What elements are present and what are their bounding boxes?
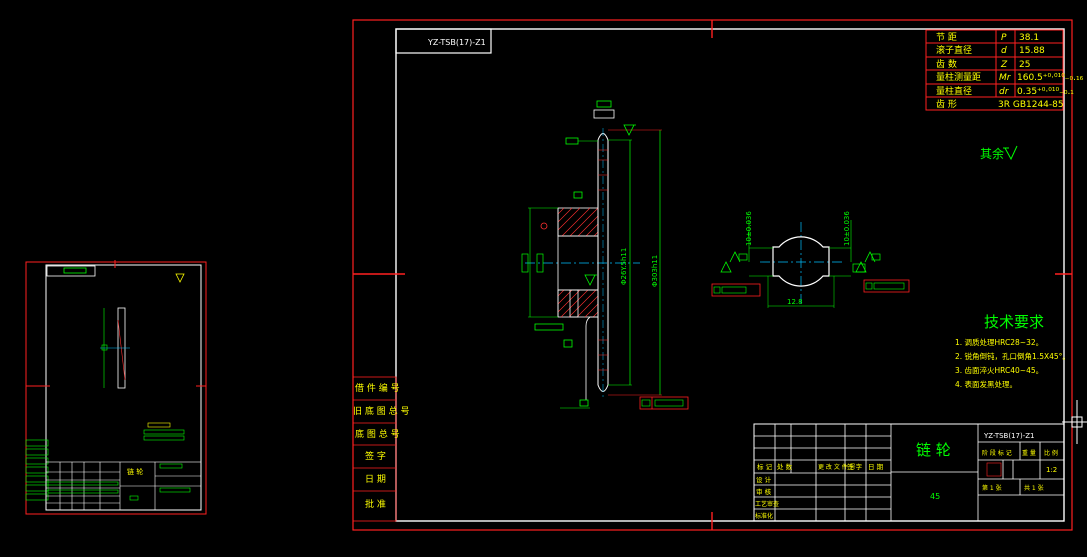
mini-side-labels bbox=[25, 439, 49, 501]
mini-sheet: 链 轮 bbox=[25, 260, 207, 515]
mini-roughness-icon bbox=[175, 273, 185, 283]
tb-scale-label: 比 例 bbox=[1044, 449, 1058, 457]
keyway-tol-frame-left bbox=[711, 283, 761, 297]
tb-role-design: 设 计 bbox=[756, 475, 772, 484]
tb-sheet: 共 1 张 bbox=[1024, 484, 1044, 492]
side-label-4: 签 字 bbox=[365, 450, 386, 462]
param-val-5: 3R GB1244-85 bbox=[998, 100, 1064, 110]
sprocket-section-view: Φ26Y.5h11 Φ303h11 bbox=[521, 100, 689, 410]
tb-role-review: 审 核 bbox=[756, 487, 772, 496]
keyway-view: 10±0.036 10±0.036 12.8 bbox=[711, 211, 910, 308]
tb-drawing-no: YZ-TSB(17)-Z1 bbox=[983, 432, 1035, 440]
param-name-4: 量柱直径 bbox=[936, 85, 972, 97]
keyway-tol-right: 10±0.036 bbox=[843, 211, 851, 246]
cad-crosshair-cursor[interactable] bbox=[1062, 400, 1087, 444]
param-name-2: 齿 数 bbox=[936, 58, 957, 70]
param-sym-0: P bbox=[1001, 33, 1007, 43]
tech-req-item-2: 2. 锐角倒钝，孔口倒角1.5X45°。 bbox=[955, 351, 1070, 361]
main-sheet: YZ-TSB(17)-Z1 节 距 滚子直径 齿 数 量柱测量距 量柱直径 齿 … bbox=[352, 19, 1087, 531]
tb-scale: 1:2 bbox=[1046, 466, 1057, 474]
tech-requirements: 技术要求 1. 调质处理HRC28~32。 2. 锐角倒钝，孔口倒角1.5X45… bbox=[955, 313, 1070, 389]
param-name-5: 齿 形 bbox=[936, 98, 957, 110]
tech-req-item-3: 3. 齿面淬火HRC40~45。 bbox=[955, 365, 1043, 375]
side-label-column: 借 件 编 号 旧 底 图 总 号 底 图 总 号 签 字 日 期 批 准 bbox=[352, 376, 409, 522]
mini-inner-frame bbox=[45, 264, 202, 511]
roughness-note: 其余 bbox=[980, 146, 1004, 161]
tb-role-process: 工艺审查 bbox=[755, 500, 779, 508]
drawing-code-tab[interactable] bbox=[395, 28, 492, 54]
roughness-icon-3 bbox=[720, 251, 741, 273]
mini-code-text bbox=[63, 267, 87, 274]
mini-title-block bbox=[45, 461, 202, 511]
mini-tech-title bbox=[147, 422, 171, 428]
mini-dim-box bbox=[101, 344, 108, 351]
drawing-code-text: YZ-TSB(17)-Z1 bbox=[427, 38, 486, 47]
dim-tip-dia-text: Φ26Y.5h11 bbox=[620, 248, 628, 285]
param-sym-3: Mr bbox=[999, 73, 1012, 83]
keyway-tol-frame-right bbox=[863, 279, 910, 293]
mini-sprocket-hatch bbox=[117, 319, 126, 381]
param-name-1: 滚子直径 bbox=[936, 44, 972, 56]
datum-marker-icon bbox=[540, 222, 548, 230]
mini-tech-line-1 bbox=[143, 429, 185, 435]
param-val-1: 15.88 bbox=[1019, 46, 1045, 56]
param-val-2: 25 bbox=[1019, 60, 1030, 70]
param-val-4: 0.35⁺⁰·⁰¹⁰₋₀.₁ bbox=[1017, 87, 1074, 97]
side-label-3: 底 图 总 号 bbox=[355, 428, 400, 440]
roughness-symbol-icon bbox=[1003, 145, 1018, 161]
tb-header-file: 更 改 文 件 号 bbox=[818, 463, 856, 471]
keyway-depth-text: 12.8 bbox=[787, 298, 803, 306]
tb-weight: 重 量 bbox=[1022, 449, 1036, 457]
tech-req-item-1: 1. 调质处理HRC28~32。 bbox=[955, 337, 1043, 347]
tb-material: 45 bbox=[930, 492, 940, 501]
mini-code-tab bbox=[46, 265, 96, 277]
mini-title-text: 链 轮 bbox=[127, 467, 143, 476]
tech-req-item-4: 4. 表面发黑处理。 bbox=[955, 379, 1017, 389]
tolerance-frame bbox=[639, 396, 689, 410]
param-sym-4: dr bbox=[999, 87, 1010, 97]
side-label-1: 借 件 编 号 bbox=[355, 382, 400, 394]
mini-outer-border bbox=[25, 261, 207, 515]
tb-header-sign: 签 字 bbox=[847, 462, 863, 471]
tech-req-title: 技术要求 bbox=[984, 313, 1044, 331]
side-label-2: 旧 底 图 总 号 bbox=[353, 405, 409, 417]
tb-sheet-prefix: 第 1 张 bbox=[982, 484, 1002, 492]
tb-header-date: 日 期 bbox=[868, 463, 884, 471]
tb-header-count: 处 数 bbox=[777, 462, 793, 471]
title-block: 标 记 处 数 更 改 文 件 号 签 字 日 期 设 计 审 核 工艺审查 标… bbox=[753, 423, 1065, 522]
param-name-3: 量柱测量距 bbox=[936, 71, 981, 83]
keyway-tol-left: 10±0.036 bbox=[745, 211, 753, 246]
side-label-6: 批 准 bbox=[365, 498, 386, 510]
param-val-3: 160.5⁺⁰·⁰¹⁰₋₀.₁₆ bbox=[1017, 73, 1084, 83]
param-val-0: 38.1 bbox=[1019, 33, 1039, 43]
tb-stage: 阶 段 标 记 bbox=[982, 449, 1012, 457]
tb-header-mark: 标 记 bbox=[757, 462, 773, 471]
sheet-inner-frame bbox=[395, 28, 1065, 522]
dim-bore-box bbox=[521, 253, 529, 273]
param-sym-1: d bbox=[1001, 46, 1007, 56]
tb-part-name: 链 轮 bbox=[916, 441, 951, 459]
roughness-icon-1 bbox=[623, 124, 636, 136]
mini-title-fills bbox=[47, 463, 191, 501]
param-name-0: 节 距 bbox=[936, 32, 957, 43]
side-label-5: 日 期 bbox=[365, 474, 386, 485]
mini-tech-line-2 bbox=[143, 435, 185, 441]
dim-root-dia-text: Φ303h11 bbox=[651, 255, 659, 287]
tb-role-standard: 标准化 bbox=[755, 512, 773, 520]
bore-outline bbox=[772, 236, 830, 287]
annot-box-top bbox=[596, 100, 612, 108]
param-sym-2: Z bbox=[1000, 60, 1008, 70]
params-table: 节 距 滚子直径 齿 数 量柱测量距 量柱直径 齿 形 P d Z Mr dr … bbox=[925, 29, 1084, 111]
keyway-slot bbox=[569, 289, 579, 318]
roughness-icon-2 bbox=[584, 274, 597, 286]
